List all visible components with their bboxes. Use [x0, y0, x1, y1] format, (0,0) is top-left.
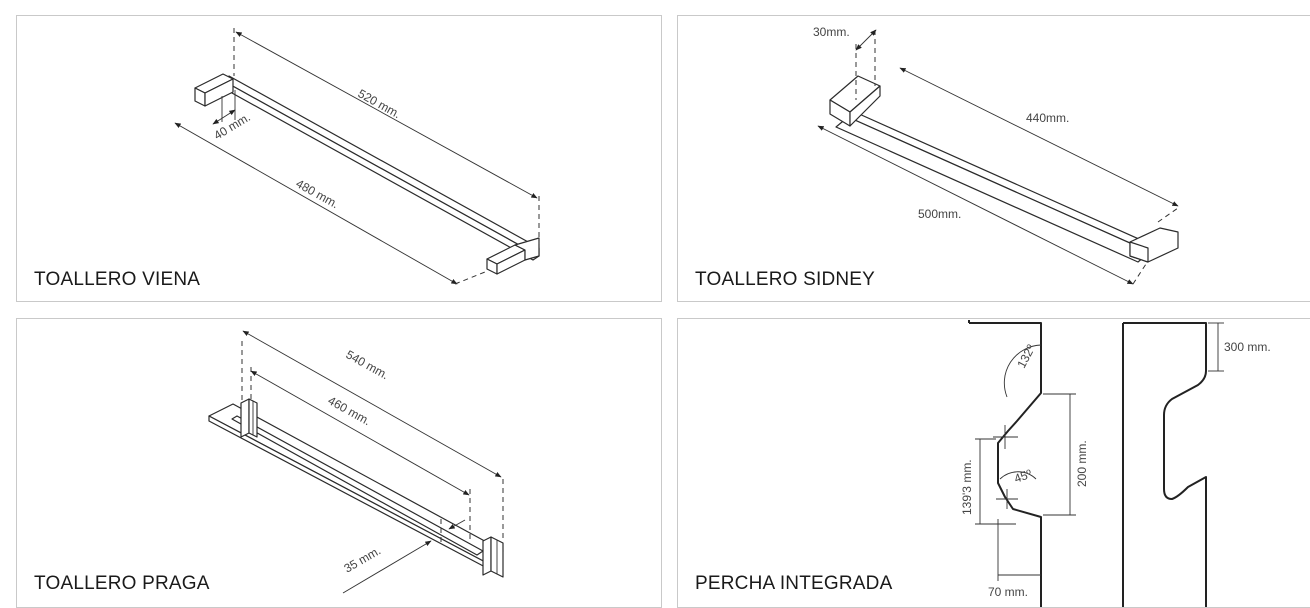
viena-drawing: 520 mm. 40 mm. 480 mm.	[174, 28, 540, 285]
panel-percha-integrada: 132º 200 mm. 139'3 mm. 45º 70 mm. 300 mm…	[677, 318, 1310, 608]
percha-profile-left	[969, 322, 1042, 607]
dim-label-540: 540 mm.	[344, 347, 392, 382]
panel-title: PERCHA INTEGRADA	[695, 573, 893, 594]
praga-right-bracket	[482, 536, 492, 576]
praga-left-bracket	[240, 398, 250, 438]
panel-toallero-sidney: 30mm. 440mm. 500mm. TOALLERO SIDNEY	[677, 15, 1310, 302]
praga-drawing: 540 mm. 460 mm. 35 mm.	[208, 330, 504, 594]
panel-toallero-viena: 520 mm. 40 mm. 480 mm. TOALLERO VIENA	[16, 15, 662, 302]
dim-label-500: 500mm.	[918, 207, 961, 221]
dim-label-40: 40 mm.	[211, 110, 253, 143]
dim-label-300: 300 mm.	[1224, 340, 1271, 354]
dim-label-520: 520 mm.	[356, 86, 404, 121]
dim-line-500	[817, 125, 1134, 285]
dim-label-200: 200 mm.	[1075, 440, 1089, 487]
dim-line-460	[250, 370, 470, 496]
dim-label-35: 35 mm.	[342, 543, 384, 575]
panel-toallero-praga: 540 mm. 460 mm. 35 mm. TOALLERO PRAGA	[16, 318, 662, 608]
panel-title: TOALLERO VIENA	[34, 269, 201, 290]
dim-label-45: 45º	[1012, 466, 1034, 485]
percha-profile-right	[1122, 322, 1207, 607]
dim-label-139: 139'3 mm.	[960, 459, 974, 515]
panel-title: TOALLERO PRAGA	[34, 573, 210, 594]
dim-label-480: 480 mm.	[294, 176, 342, 211]
dim-label-70: 70 mm.	[988, 585, 1028, 599]
dim-label-440: 440mm.	[1026, 111, 1069, 125]
dim-line-440	[899, 67, 1179, 207]
dim-line-520	[235, 31, 538, 199]
sidney-bar	[847, 108, 1151, 253]
panel-title: TOALLERO SIDNEY	[695, 269, 876, 290]
percha-drawing: 132º 200 mm. 139'3 mm. 45º 70 mm. 300 mm…	[960, 320, 1271, 607]
dim-label-30: 30mm.	[813, 25, 850, 39]
dim-label-460: 460 mm.	[326, 393, 374, 428]
dim-line-480	[174, 122, 458, 285]
sidney-drawing: 30mm. 440mm. 500mm.	[813, 25, 1179, 285]
